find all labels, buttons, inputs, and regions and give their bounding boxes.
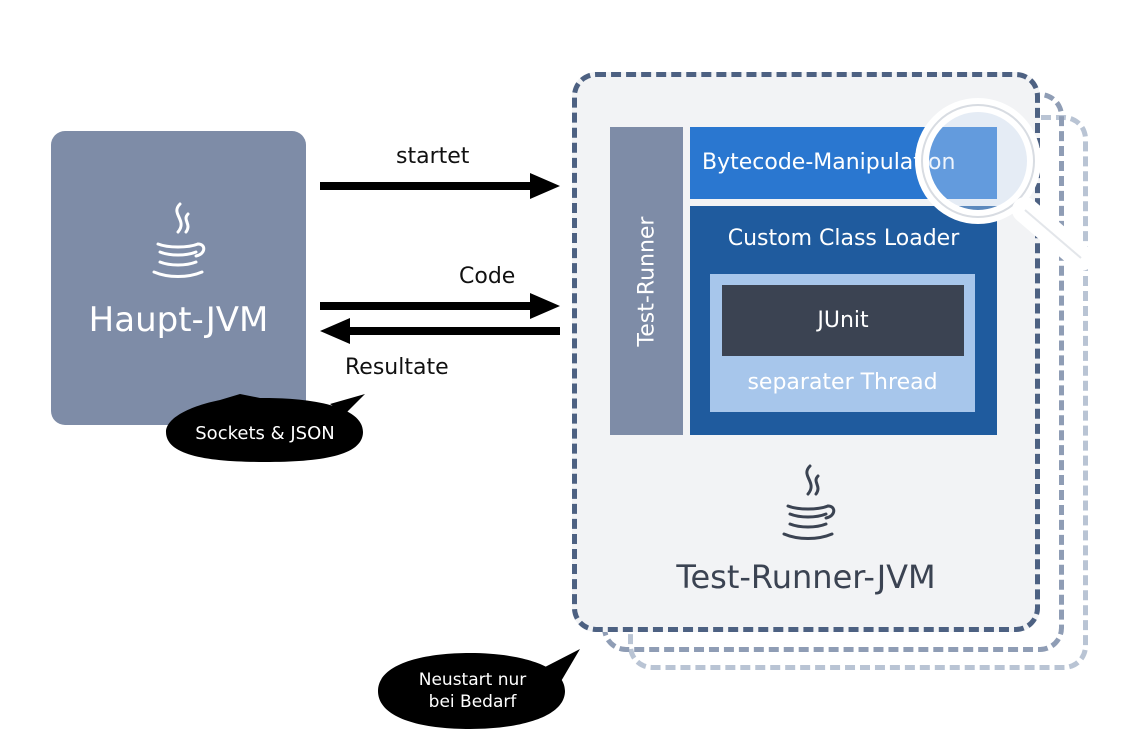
sockets-speech-bubble [166, 394, 365, 462]
sockets-label: Sockets & JSON [195, 423, 335, 444]
restart-speech-bubble [378, 649, 580, 729]
bytecode-manipulation-box: Bytecode-Manipulation [690, 127, 997, 199]
test-runner-jvm-title: Test-Runner-JVM [676, 558, 936, 596]
haupt-jvm-title: Haupt-JVM [88, 300, 269, 340]
restart-label-line1: Neustart nur [418, 670, 527, 690]
junit-box: JUnit [722, 285, 964, 356]
restart-label: Neustart nur bei Bedarf [370, 669, 575, 713]
custom-class-loader-title: Custom Class Loader [727, 226, 960, 251]
haupt-jvm-box [51, 131, 306, 425]
separate-thread-title: separater Thread [747, 370, 938, 395]
java-coffee-icon [152, 202, 206, 278]
java-coffee-icon [782, 464, 836, 540]
magnifier-icon [915, 98, 1094, 271]
results-arrow-label: Resultate [345, 355, 449, 380]
restart-label-line2: bei Bedarf [428, 692, 517, 712]
test-runner-label-wrap: Test-Runner [610, 127, 683, 435]
test-runner-label: Test-Runner [634, 216, 660, 346]
starts-arrow-label: startet [396, 144, 470, 169]
test-runner-bar [610, 127, 683, 435]
code-arrow-label: Code [459, 264, 516, 289]
